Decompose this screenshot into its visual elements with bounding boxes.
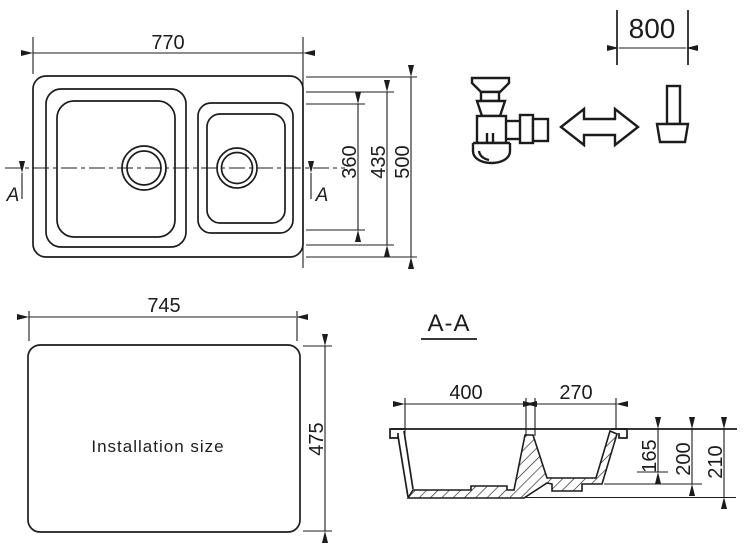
top-view: A A 770 360 435 500 xyxy=(5,32,417,270)
dim-label-400: 400 xyxy=(449,382,482,404)
installation-label: Installation size xyxy=(91,437,224,456)
dim-label-360: 360 xyxy=(339,145,361,178)
right-bowl-inner xyxy=(206,113,286,224)
section-label-right: A xyxy=(315,185,329,206)
dim-475: 475 xyxy=(303,333,332,544)
left-rim-hook xyxy=(389,428,404,439)
dim-270: 270 xyxy=(522,382,629,436)
accessory-note: 800 xyxy=(470,10,699,165)
installation-cutout xyxy=(27,344,301,533)
dim-label-210: 210 xyxy=(705,445,727,478)
left-wall-outer xyxy=(397,435,409,498)
section-cut-markers: A A xyxy=(6,160,329,206)
dim-label-800: 800 xyxy=(629,13,676,44)
dim-435: 435 xyxy=(306,79,394,258)
section-view: A-A 400 270 16 xyxy=(389,310,737,510)
dim-label-200: 200 xyxy=(673,442,695,475)
siphon-trap-icon xyxy=(470,76,550,165)
sink-outline xyxy=(5,75,345,258)
dim-label-475: 475 xyxy=(306,422,328,455)
dim-745: 745 xyxy=(16,295,309,341)
dim-label-165: 165 xyxy=(639,439,661,472)
hole-cutter-icon xyxy=(655,84,690,144)
dim-165: 165 xyxy=(637,416,668,485)
dim-210: 210 xyxy=(524,416,736,510)
section-geometry xyxy=(389,428,737,499)
dim-label-500: 500 xyxy=(392,145,414,178)
right-rim-hook xyxy=(611,428,628,439)
dim-770: 770 xyxy=(20,32,316,268)
dim-label-435: 435 xyxy=(368,145,390,178)
double-headed-arrow-icon xyxy=(559,106,640,148)
dim-800: 800 xyxy=(606,10,699,65)
section-label-left: A xyxy=(6,185,20,206)
dim-360: 360 xyxy=(306,91,365,243)
dim-label-770: 770 xyxy=(151,32,184,54)
dim-200: 200 xyxy=(604,416,702,497)
dim-500: 500 xyxy=(306,64,417,270)
section-material-hatch xyxy=(406,429,618,499)
left-bowl-inner xyxy=(56,100,176,238)
section-title: A-A xyxy=(427,310,470,337)
dim-label-745: 745 xyxy=(147,295,180,317)
installation-view: Installation size 745 475 xyxy=(16,295,332,544)
dim-400: 400 xyxy=(392,382,538,436)
left-wall-inner xyxy=(403,430,414,490)
dim-label-270: 270 xyxy=(559,382,592,404)
